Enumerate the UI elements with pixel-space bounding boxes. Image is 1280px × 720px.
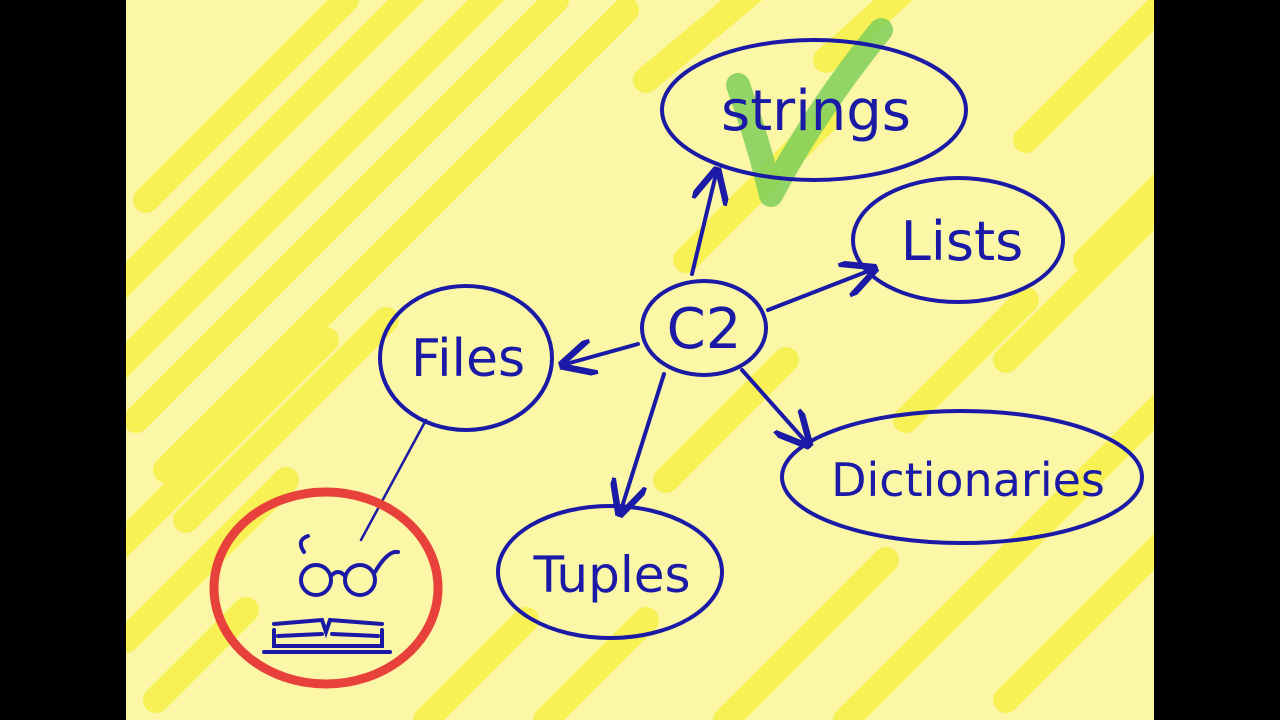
node-lists-label: Lists [901, 210, 1024, 273]
edge-center-files [566, 344, 640, 364]
mind-map: C2 strings Lists Files Dictionaries Tupl… [209, 18, 1144, 689]
edge-center-strings [690, 174, 716, 276]
node-strings-ellipse [660, 38, 968, 182]
node-files-label: Files [411, 329, 525, 389]
edge-center-lists [766, 270, 871, 312]
node-strings-label: strings [721, 79, 911, 144]
node-lists-ellipse [851, 176, 1065, 304]
node-tuples-label: Tuples [532, 546, 690, 604]
highlight-circle [209, 487, 443, 689]
node-center-ellipse [640, 279, 768, 377]
edge-center-tuples [621, 372, 666, 510]
edge-files-note [359, 418, 428, 542]
reading-glasses-book-icon [262, 534, 400, 654]
node-tuples-ellipse [496, 504, 724, 640]
edge-center-dictionaries [740, 368, 806, 442]
node-dictionaries-label: Dictionaries [831, 453, 1105, 507]
node-center-label: C2 [667, 297, 742, 362]
check-mark-icon [726, 18, 893, 207]
whiteboard: C2 strings Lists Files Dictionaries Tupl… [126, 0, 1154, 720]
yellow-highlighter-background [126, 0, 1154, 720]
node-dictionaries-ellipse [780, 409, 1144, 545]
node-files-ellipse [378, 284, 554, 432]
